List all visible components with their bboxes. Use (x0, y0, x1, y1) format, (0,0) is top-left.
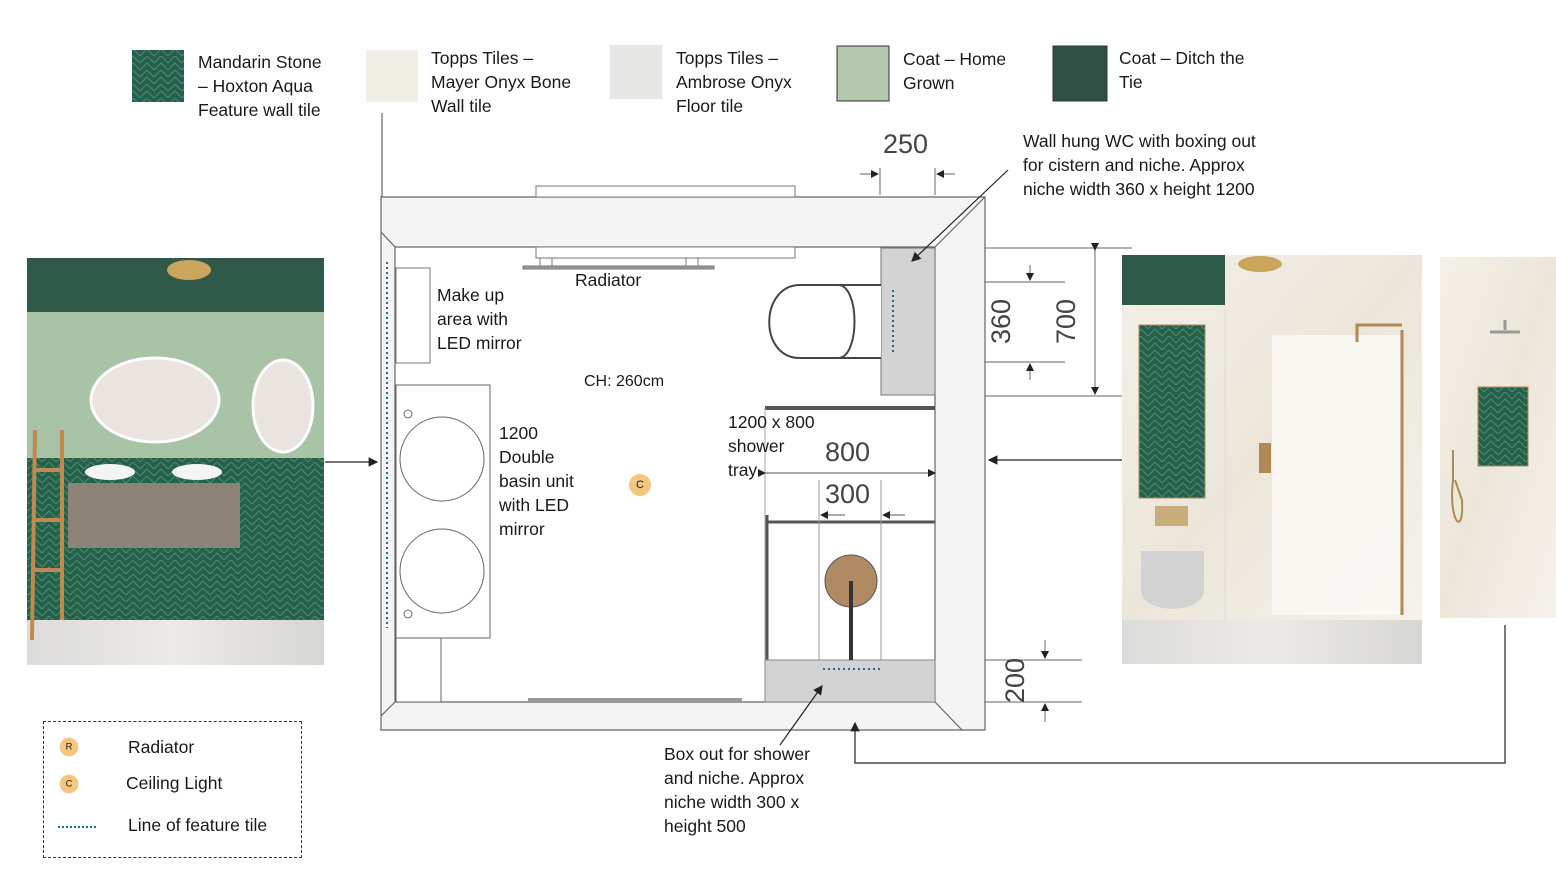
makeup-area (395, 267, 431, 364)
mirror-icon (89, 356, 221, 444)
swatch-label-feature-tile: Mandarin Stone – Hoxton Aqua Feature wal… (198, 52, 322, 120)
wc-pan (768, 284, 881, 359)
shower-niche-wall-elevation (1440, 257, 1556, 618)
dimension-800: 800 (825, 437, 871, 467)
legend-feature-tile-label: Line of feature tile (128, 815, 268, 835)
radiator (522, 185, 796, 270)
swatch-label-wall-tile: Topps Tiles – Mayer Onyx Bone Wall tile (431, 48, 572, 116)
swatch-label-ditch-the-tie: Coat – Ditch the Tie (1119, 48, 1245, 92)
legend-feature-tile-line-icon (58, 826, 96, 828)
mirror-icon (251, 358, 315, 454)
wc-shower-wall-elevation (1122, 255, 1422, 664)
swatch-label-home-grown: Coat – Home Grown (903, 49, 1007, 93)
shower-area (758, 406, 936, 703)
wc-niche (1138, 324, 1206, 499)
legend-ceiling-light-marker: C (59, 774, 79, 794)
swatch-wall-tile (366, 50, 418, 102)
door (528, 698, 742, 702)
dimension-lines (860, 168, 1132, 722)
ceiling-height-label: CH: 260cm (584, 373, 665, 390)
ceiling-light-marker: C (629, 474, 651, 496)
wall-hung-wc-icon (1141, 551, 1204, 609)
swatch-home-grown (836, 45, 890, 102)
wc-boxing (880, 247, 936, 396)
vanity-unit (68, 483, 240, 548)
shower-niche (1477, 386, 1529, 467)
makeup-area-label: Make up area with LED mirror (437, 285, 522, 353)
legend-radiator-marker: R (59, 737, 79, 757)
dimension-700: 700 (1051, 298, 1082, 345)
ceiling-light-icon (167, 260, 211, 280)
wc-note: Wall hung WC with boxing out for cistern… (1023, 131, 1256, 199)
ceiling-light-icon (1238, 256, 1282, 272)
shower-tray-label: 1200 x 800 shower tray (728, 412, 815, 480)
legend-ceiling-light-label: Ceiling Light (126, 773, 223, 793)
legend-radiator-label: Radiator (128, 737, 195, 757)
swatch-label-floor-tile: Topps Tiles – Ambrose Onyx Floor tile (676, 48, 792, 116)
radiator-label: Radiator (575, 270, 642, 290)
double-basin-unit (395, 384, 491, 703)
vanity-wall-elevation (27, 258, 324, 665)
dimension-200: 200 (1000, 657, 1031, 704)
swatch-floor-tile (610, 45, 662, 99)
legend (43, 721, 302, 858)
flush-plate (1155, 506, 1188, 526)
connector-arrows (325, 169, 1506, 764)
basin-unit-label: 1200 Double basin unit with LED mirror (499, 423, 574, 539)
swatch-ditch-the-tie (1052, 45, 1108, 102)
dimension-360: 360 (986, 298, 1017, 345)
shower-box-note: Box out for shower and niche. Approx nic… (664, 744, 810, 836)
dimension-300: 300 (825, 479, 871, 509)
dimension-250: 250 (883, 129, 929, 159)
swatch-feature-tile (132, 50, 184, 102)
